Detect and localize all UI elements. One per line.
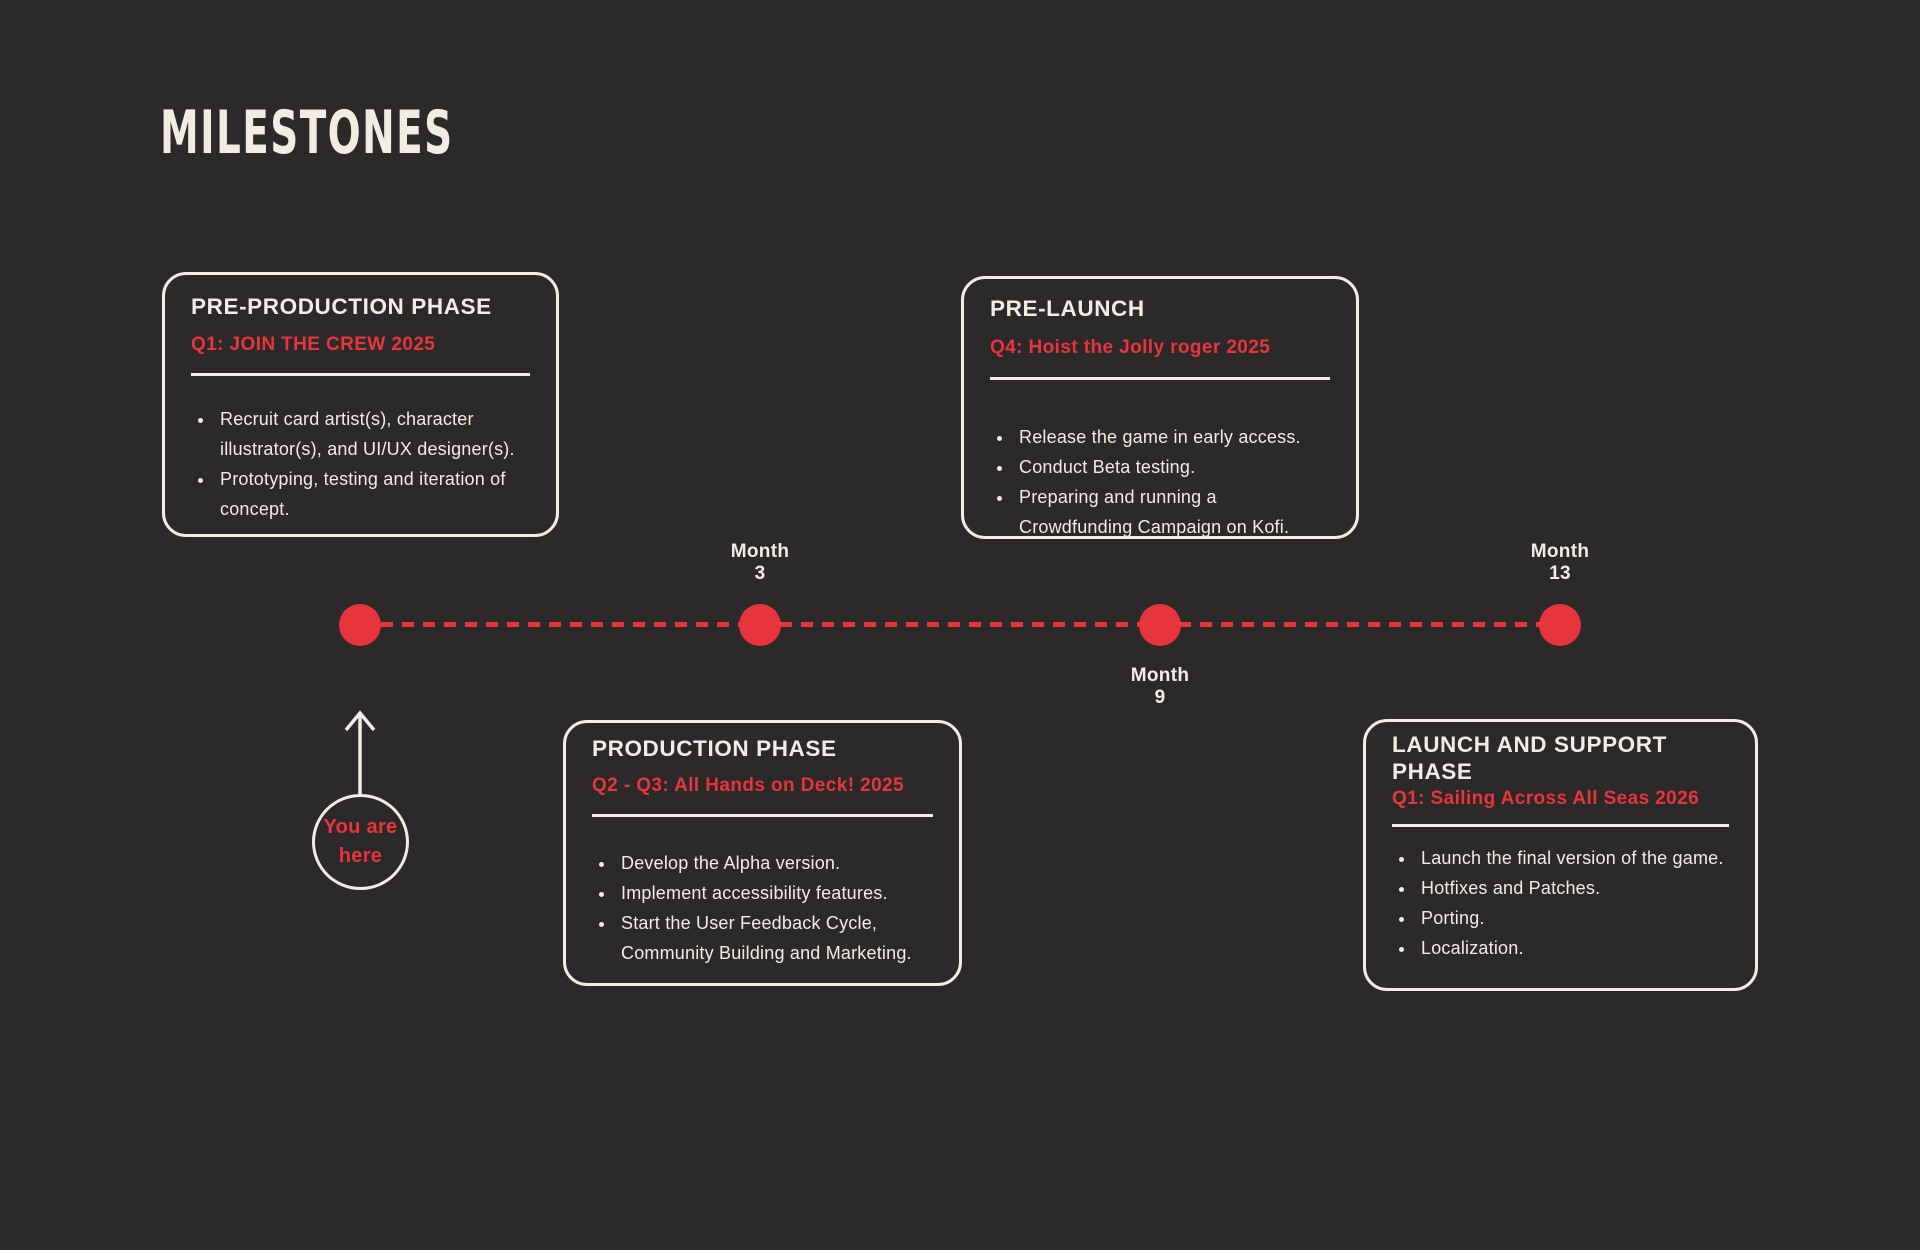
page-title: MILESTONES (160, 98, 454, 168)
bullet-item: Release the game in early access. (1014, 422, 1330, 452)
card-title: LAUNCH AND SUPPORT PHASE (1392, 732, 1667, 784)
bullet-item: Conduct Beta testing. (1014, 452, 1330, 482)
bullet-item: Hotfixes and Patches. (1416, 873, 1729, 903)
card-subtitle: Q1: Sailing Across All Seas 2026 (1392, 788, 1700, 809)
card-title: PRODUCTION PHASE (592, 736, 837, 761)
you-are-here-line: here (338, 845, 383, 867)
bullet-item: Localization. (1416, 933, 1729, 963)
card-divider (191, 373, 530, 376)
you-are-here-line: You are (323, 816, 398, 838)
timeline-dot (739, 604, 781, 646)
card-production: PRODUCTION PHASE Q2 - Q3: All Hands on D… (563, 720, 962, 986)
timeline-dot (339, 604, 381, 646)
timeline-label-month-13: Month 13 (1500, 541, 1620, 585)
card-title: PRE-LAUNCH (990, 296, 1145, 321)
month-label-number: 3 (754, 563, 766, 584)
month-label-word: Month (1530, 541, 1590, 562)
timeline-dot (1539, 604, 1581, 646)
timeline-label-month-3: Month 3 (700, 541, 820, 585)
bullet-item: Porting. (1416, 903, 1729, 933)
bullet-item: Start the User Feedback Cycle, Community… (616, 908, 933, 968)
card-pre-production: PRE-PRODUCTION PHASE Q1: JOIN THE CREW 2… (162, 272, 559, 537)
month-label-number: 9 (1154, 687, 1166, 708)
timeline-dashed-line (360, 622, 1560, 627)
month-label-word: Month (1130, 665, 1190, 686)
card-bullet-list: Release the game in early access. Conduc… (990, 422, 1330, 542)
bullet-item: Launch the final version of the game. (1416, 843, 1729, 873)
bullet-item: Recruit card artist(s), character illust… (215, 404, 530, 464)
timeline-dot (1139, 604, 1181, 646)
timeline-label-month-9: Month 9 (1100, 665, 1220, 709)
card-subtitle: Q2 - Q3: All Hands on Deck! 2025 (592, 775, 904, 796)
card-divider (592, 814, 933, 817)
arrow-up-icon (344, 710, 376, 796)
card-bullet-list: Recruit card artist(s), character illust… (191, 404, 530, 524)
bullet-item: Develop the Alpha version. (616, 848, 933, 878)
you-are-here-marker: You are here (312, 794, 409, 890)
card-bullet-list: Launch the final version of the game. Ho… (1392, 843, 1729, 963)
month-label-number: 13 (1549, 563, 1571, 584)
card-launch-support: LAUNCH AND SUPPORT PHASE Q1: Sailing Acr… (1363, 719, 1758, 991)
month-label-word: Month (730, 541, 790, 562)
card-title: PRE-PRODUCTION PHASE (191, 294, 492, 319)
bullet-item: Implement accessibility features. (616, 878, 933, 908)
card-divider (1392, 824, 1729, 827)
card-subtitle: Q4: Hoist the Jolly roger 2025 (990, 337, 1271, 358)
bullet-item: Prototyping, testing and iteration of co… (215, 464, 530, 524)
card-subtitle: Q1: JOIN THE CREW 2025 (191, 334, 436, 355)
bullet-item: Preparing and running a Crowdfunding Cam… (1014, 482, 1330, 542)
card-bullet-list: Develop the Alpha version. Implement acc… (592, 848, 933, 968)
card-divider (990, 377, 1330, 380)
card-pre-launch: PRE-LAUNCH Q4: Hoist the Jolly roger 202… (961, 276, 1359, 539)
